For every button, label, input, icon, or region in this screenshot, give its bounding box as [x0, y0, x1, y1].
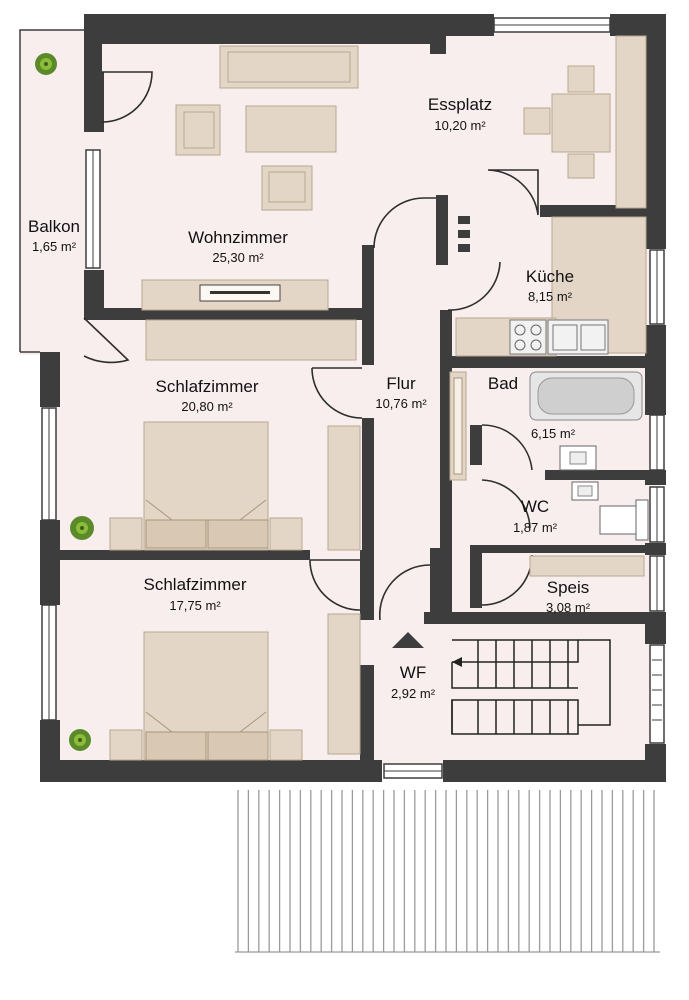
speis-shelf — [529, 555, 645, 577]
room-area: 6,15 m² — [531, 426, 576, 441]
room-name: WC — [521, 497, 549, 516]
room-area: 10,76 m² — [375, 396, 427, 411]
door-wohnzimmer — [373, 197, 436, 249]
room-name: Wohnzimmer — [188, 228, 288, 247]
kitchen-counter-top — [615, 35, 647, 209]
room-name: Bad — [488, 374, 518, 393]
room-labels: Essplatz 10,20 m² Wohnzimmer 25,30 m² Ba… — [28, 95, 591, 701]
walls — [40, 14, 666, 782]
doors — [83, 71, 539, 621]
door-balkon-top — [101, 71, 153, 123]
room-area: 17,75 m² — [169, 598, 221, 613]
balkon-outline — [19, 29, 92, 353]
entrance-arrow-icon — [392, 632, 424, 648]
door-wc — [481, 479, 531, 529]
door-balkon-bottom — [83, 317, 130, 364]
room-name: Küche — [526, 267, 574, 286]
room-area: 8,15 m² — [528, 289, 573, 304]
room-name: Schlafzimmer — [156, 377, 259, 396]
bed-schlaf1 — [109, 421, 303, 551]
room-area: 3,08 m² — [546, 600, 591, 615]
flur-shelf — [449, 371, 467, 481]
staircase — [451, 639, 611, 735]
armchair-left — [175, 104, 221, 156]
plant-icon — [70, 516, 94, 540]
wardrobe-schlaf1-top — [145, 319, 357, 361]
plant-icon — [35, 53, 57, 75]
door-schlaf1 — [311, 367, 363, 419]
toilet — [599, 499, 649, 541]
bad-sink — [559, 445, 597, 471]
room-name: Speis — [547, 578, 590, 597]
room-name: Essplatz — [428, 95, 492, 114]
wardrobe-schlaf2 — [327, 613, 361, 755]
armchair-bottom — [261, 165, 313, 211]
stove — [509, 319, 547, 355]
door-kueche — [447, 261, 501, 311]
door-flur-wf — [378, 564, 431, 621]
tv-unit — [141, 279, 329, 311]
sofa — [219, 45, 359, 89]
room-name: Schlafzimmer — [144, 575, 247, 594]
window-stair — [649, 644, 665, 744]
room-area: 10,20 m² — [434, 118, 486, 133]
kitchen-sink — [547, 319, 609, 355]
dining-set — [523, 65, 611, 179]
room-area: 1,87 m² — [513, 520, 558, 535]
bed-schlaf2 — [109, 631, 303, 761]
door-schlaf2 — [309, 559, 361, 611]
wc-sink — [571, 481, 599, 501]
plant-icon — [69, 729, 91, 751]
room-name: Balkon — [28, 217, 80, 236]
room-name: Flur — [386, 374, 416, 393]
room-area: 25,30 m² — [212, 250, 264, 265]
room-area: 20,80 m² — [181, 399, 233, 414]
furniture — [109, 35, 649, 761]
terrace-decking — [237, 790, 655, 952]
door-bad — [481, 424, 533, 471]
chimney — [452, 210, 482, 260]
room-name: WF — [400, 663, 426, 682]
room-area: 2,92 m² — [391, 686, 436, 701]
bathtub — [529, 371, 643, 421]
wardrobe-schlaf1 — [327, 425, 361, 551]
door-essplatz — [487, 169, 539, 216]
windows — [41, 17, 665, 779]
room-area: 1,65 m² — [32, 239, 77, 254]
coffee-table — [245, 105, 337, 153]
